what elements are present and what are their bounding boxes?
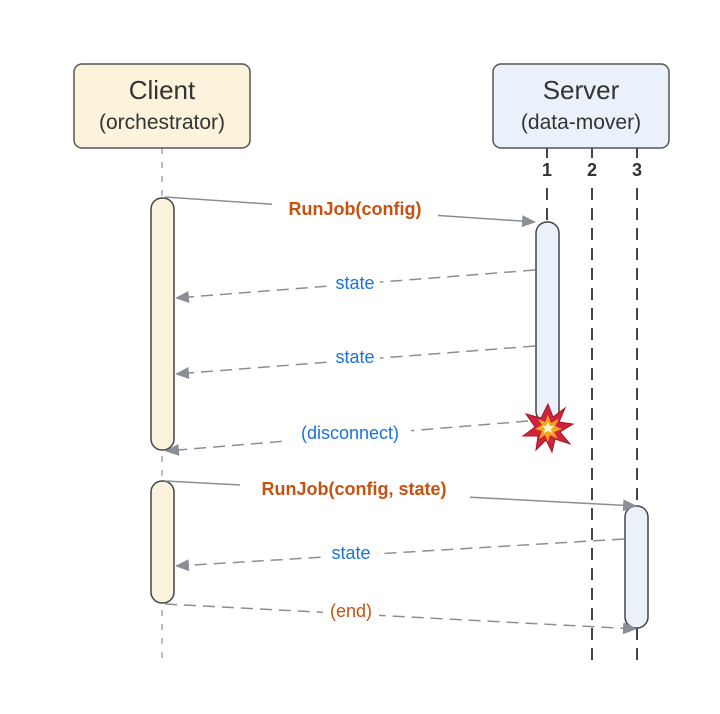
message-label-disconnect: (disconnect)	[301, 423, 399, 443]
server1-activation	[535, 221, 560, 423]
client-activation-1	[150, 197, 175, 451]
client-actor: Client (orchestrator)	[73, 63, 251, 149]
explosion-icon	[521, 402, 575, 454]
server3-activation	[624, 505, 649, 629]
client-title: Client	[129, 75, 196, 105]
message-label-state-2: state	[335, 347, 374, 367]
server-actor: Server (data-mover)	[492, 63, 670, 149]
server-instance-2: 2	[587, 160, 597, 180]
message-label-end: (end)	[330, 601, 372, 621]
message-label-runjob-config: RunJob(config)	[289, 199, 422, 219]
message-label-state-3: state	[331, 543, 370, 563]
server-instance-3: 3	[632, 160, 642, 180]
message-label-runjob-config-state: RunJob(config, state)	[262, 479, 447, 499]
server-subtitle: (data-mover)	[521, 111, 641, 134]
server-title: Server	[543, 75, 620, 105]
client-subtitle: (orchestrator)	[99, 111, 225, 134]
server-instance-1: 1	[542, 160, 552, 180]
client-activation-2	[150, 480, 175, 604]
message-arrow-state-3	[175, 538, 625, 572]
message-label-state-1: state	[335, 273, 374, 293]
message-arrow-end	[164, 603, 637, 635]
